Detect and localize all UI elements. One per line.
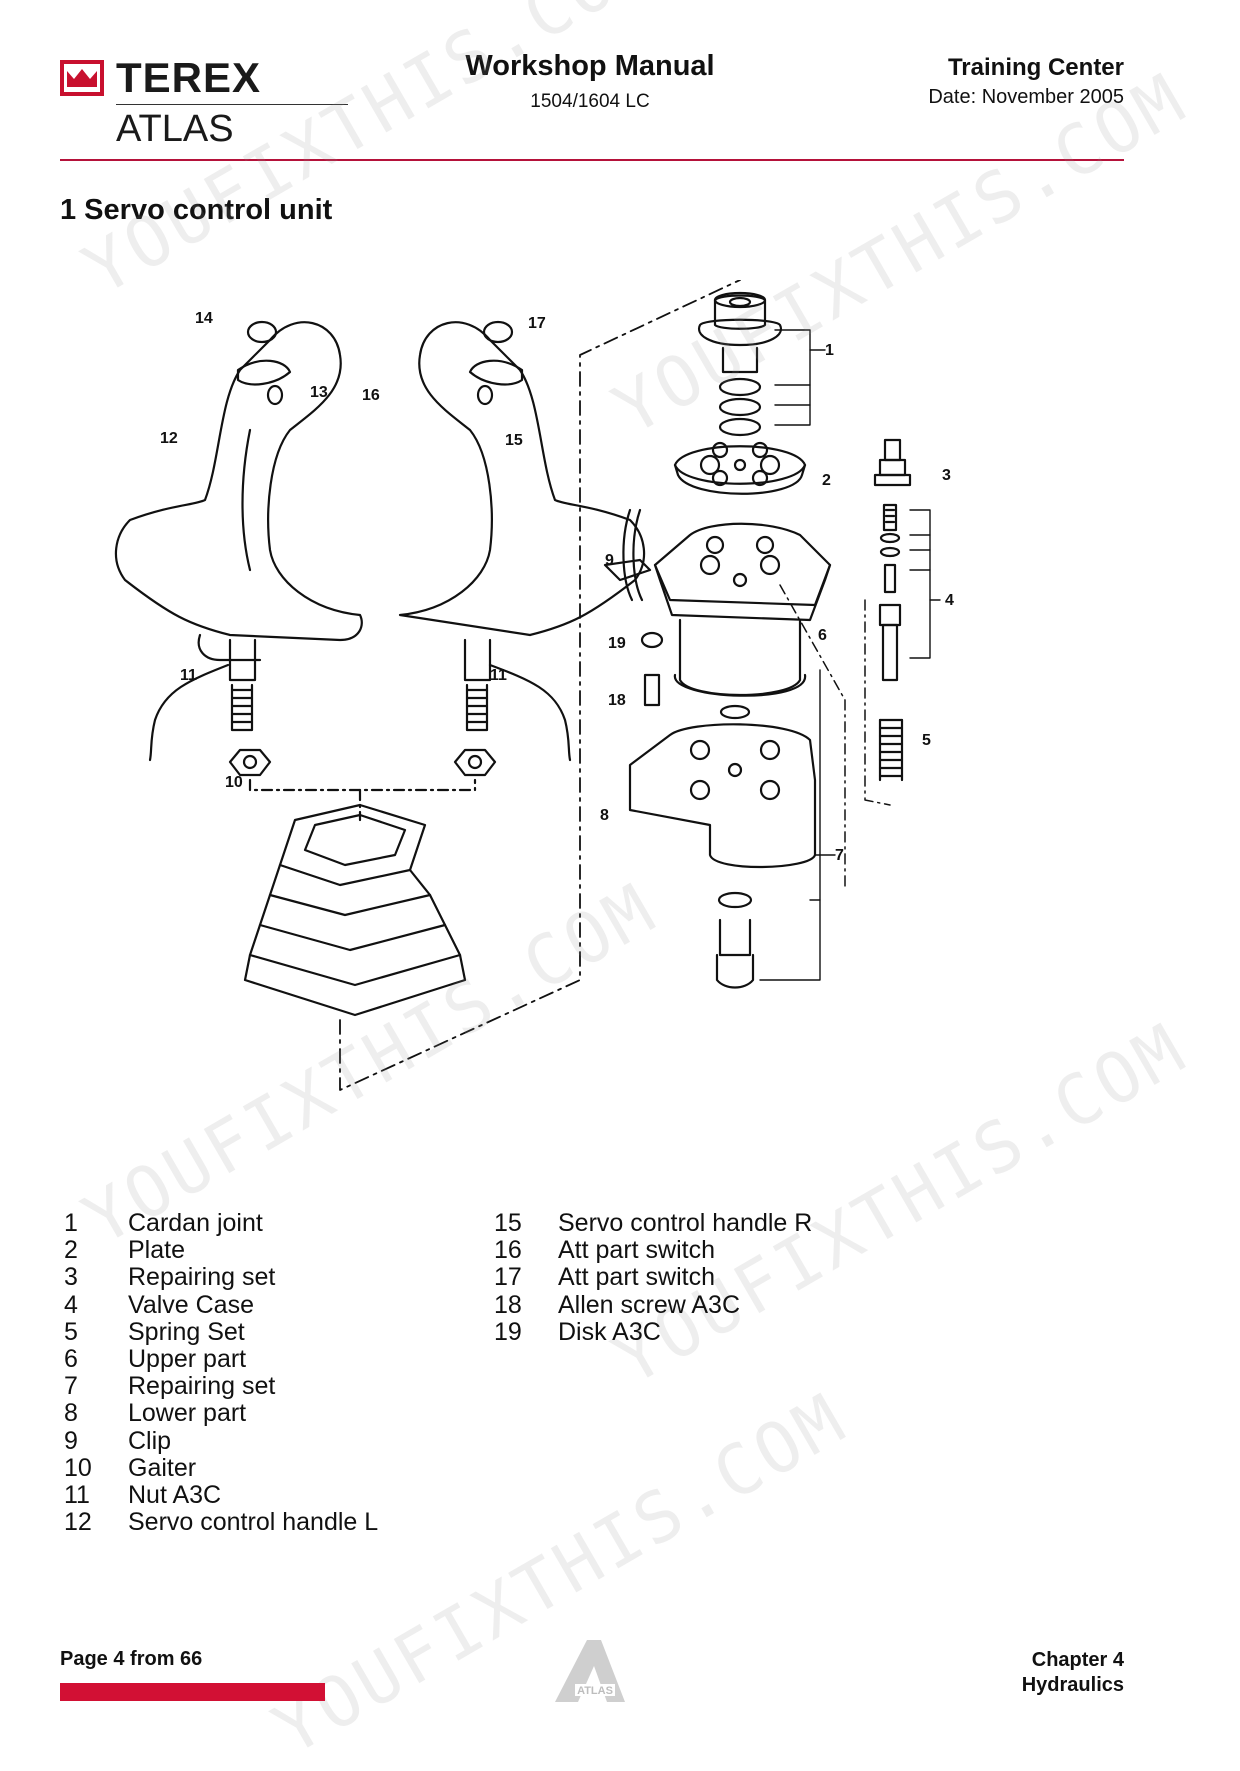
callout-6: 6 bbox=[818, 627, 827, 644]
header-rule bbox=[60, 159, 1124, 161]
allen-screw bbox=[643, 673, 661, 707]
callout-10: 10 bbox=[225, 774, 243, 791]
repairing-set-bottom bbox=[715, 891, 755, 989]
callout-labels: 1 2 3 4 5 6 7 8 9 10 11 11 12 13 14 15 1… bbox=[160, 310, 954, 864]
callout-14: 14 bbox=[195, 310, 213, 327]
chapter-label: Chapter 4 bbox=[1031, 1649, 1124, 1671]
callout-8: 8 bbox=[600, 807, 609, 824]
document-date: Date: November 2005 bbox=[928, 86, 1124, 108]
clip bbox=[603, 508, 652, 602]
callout-13: 13 bbox=[310, 384, 328, 401]
plate bbox=[673, 441, 807, 495]
callout-17: 17 bbox=[528, 315, 546, 332]
lower-part bbox=[628, 723, 817, 869]
header-right: Training Center Date: November 2005 bbox=[820, 54, 1124, 109]
watermark: YOUFIXTHIS.COM bbox=[70, 0, 671, 312]
training-center: Training Center bbox=[947, 54, 1124, 81]
page-number: Page 4 from 66 bbox=[60, 1648, 203, 1670]
callout-11-right: 11 bbox=[490, 667, 507, 684]
header-center: Workshop Manual 1504/1604 LC bbox=[400, 50, 780, 113]
callout-11-left: 11 bbox=[180, 667, 197, 684]
gaiter bbox=[243, 803, 467, 1017]
chapter-section: Hydraulics bbox=[1021, 1674, 1124, 1696]
document-title: Workshop Manual bbox=[465, 50, 715, 82]
callout-1: 1 bbox=[825, 342, 834, 359]
cardan-joint bbox=[697, 291, 783, 437]
model-number: 1504/1604 LC bbox=[530, 91, 650, 112]
brand-name: TEREX bbox=[116, 54, 262, 101]
terex-atlas-logo: TEREX ATLAS bbox=[60, 54, 348, 150]
logo-divider bbox=[116, 104, 348, 105]
spring-set bbox=[878, 718, 904, 782]
callout-16: 16 bbox=[362, 387, 380, 404]
servo-handle-right bbox=[398, 320, 646, 777]
footer-bar bbox=[60, 1683, 325, 1701]
terex-crown-icon bbox=[60, 60, 104, 96]
valve-repairing-set bbox=[873, 438, 912, 487]
callout-19: 19 bbox=[608, 635, 626, 652]
callout-12: 12 bbox=[160, 430, 178, 447]
section-title: 1 Servo control unit bbox=[60, 194, 333, 226]
callout-18: 18 bbox=[608, 692, 626, 709]
svg-text:ATLAS: ATLAS bbox=[577, 1685, 613, 1697]
upper-part bbox=[653, 522, 832, 697]
disk bbox=[640, 631, 664, 649]
callout-9: 9 bbox=[605, 552, 614, 569]
servo-handle-left bbox=[114, 320, 363, 777]
exploded-view-diagram: 1 2 3 4 5 6 7 8 9 10 11 11 12 13 14 15 1… bbox=[114, 280, 954, 1091]
callout-4: 4 bbox=[945, 592, 954, 609]
footer-chapter: Chapter 4 Hydraulics bbox=[900, 1648, 1124, 1698]
callout-3: 3 bbox=[942, 467, 951, 484]
callout-5: 5 bbox=[922, 732, 931, 749]
callout-15: 15 bbox=[505, 432, 523, 449]
atlas-footer-logo: ATLAS bbox=[555, 1640, 625, 1702]
valve-case bbox=[878, 503, 902, 682]
callout-7: 7 bbox=[835, 847, 844, 864]
callout-2: 2 bbox=[822, 472, 831, 489]
brand-sub: ATLAS bbox=[116, 108, 234, 150]
